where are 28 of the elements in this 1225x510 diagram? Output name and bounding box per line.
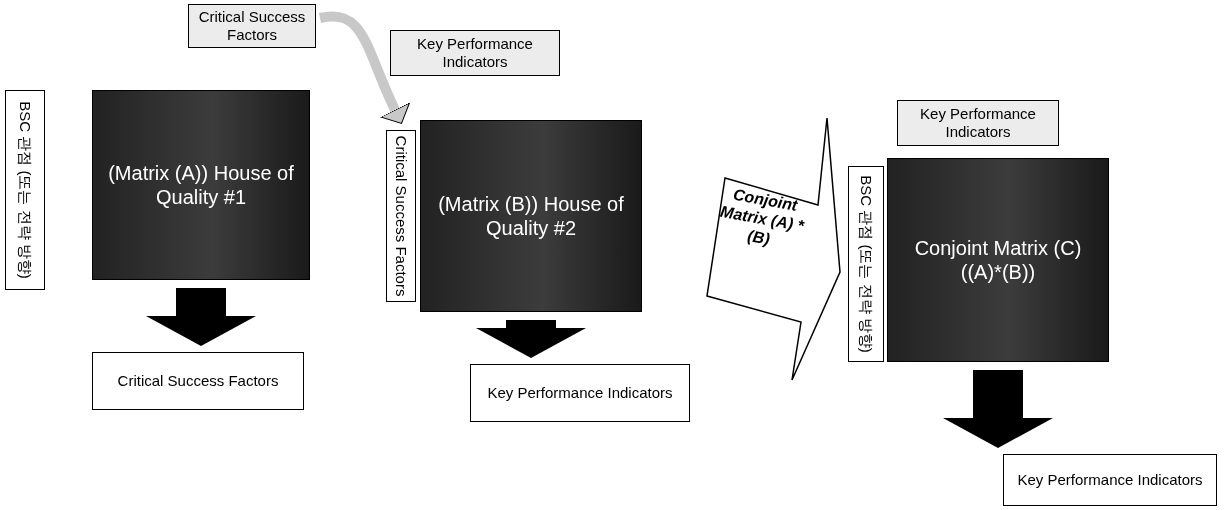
label-box <box>5 90 45 290</box>
block-arrow <box>476 320 586 358</box>
node-text: Key Performance Indicators <box>416 34 534 72</box>
node-text: (Matrix (B)) House of Quality #2 <box>437 192 625 241</box>
node-text: Critical Success Factors <box>116 371 280 391</box>
label-box <box>848 166 884 362</box>
node-text: Key Performance Indicators <box>486 383 674 403</box>
node-text: BSC 관점 (또는 전략 방향) <box>16 100 34 281</box>
node-text: Critical Success Factors <box>197 7 307 45</box>
matrix-box <box>887 158 1109 362</box>
node-text: (Matrix (A)) House of Quality #1 <box>107 161 295 210</box>
label-box <box>92 352 304 410</box>
block-arrow <box>146 288 256 346</box>
node-text: Key Performance Indicators <box>919 104 1037 142</box>
label-box <box>897 100 1059 146</box>
label-box <box>390 30 560 76</box>
label-box <box>470 364 690 422</box>
label-box <box>188 4 316 48</box>
label-box <box>1003 454 1217 506</box>
arrow-label: Conjoint Matrix (A) * (B) <box>717 184 807 250</box>
node-text: Key Performance Indicators <box>1016 470 1204 490</box>
node-text: BSC 관점 (또는 전략 방향) <box>857 174 875 355</box>
label-box <box>386 130 416 302</box>
node-text: Conjoint Matrix (C) ((A)*(B)) <box>913 236 1083 285</box>
node-text: Critical Success Factors <box>392 134 410 299</box>
matrix-box <box>420 120 642 312</box>
matrix-box <box>92 90 310 280</box>
block-arrow <box>943 370 1053 448</box>
